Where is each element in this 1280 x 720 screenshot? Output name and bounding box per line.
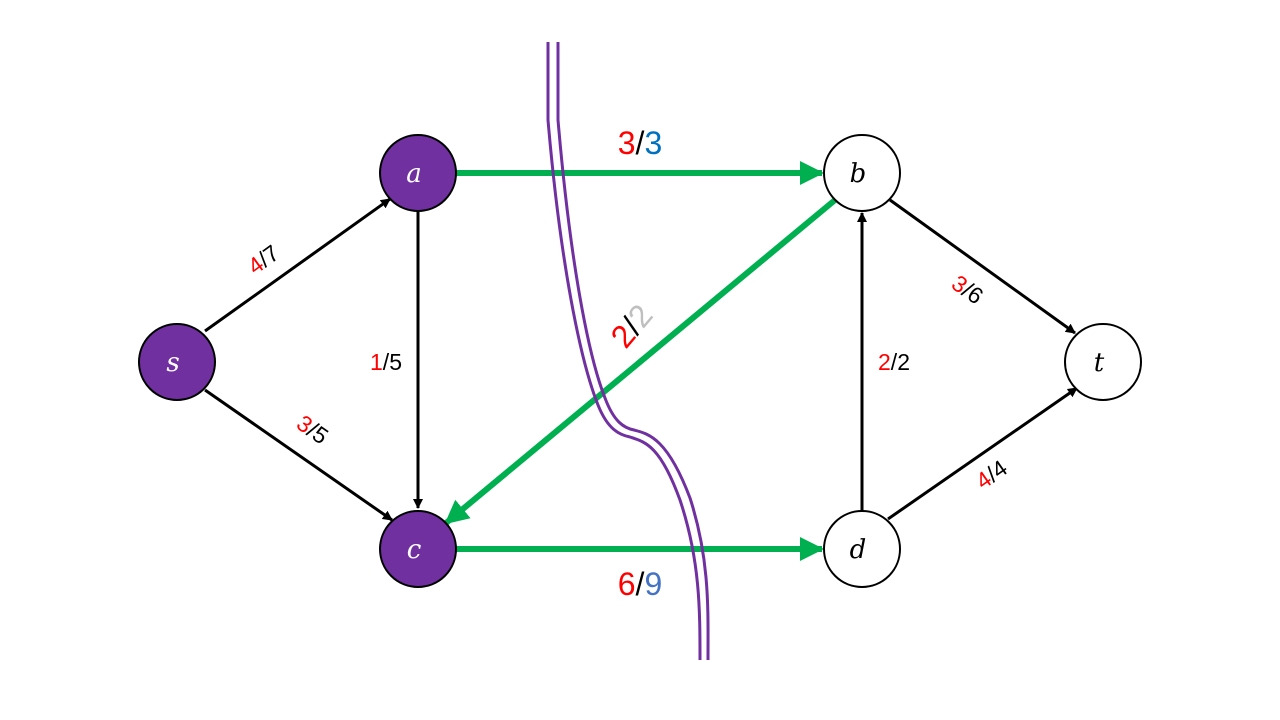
label-d-b-flow: 2 [878, 349, 891, 375]
edge-s-a [204, 197, 391, 333]
node-t-label: t [1094, 348, 1105, 378]
label-a-b: 3/3 [618, 125, 662, 161]
label-c-d-cap: 9 [644, 566, 662, 602]
label-a-c: 1/5 [370, 349, 402, 375]
node-s-label: s [166, 348, 179, 378]
edge-d-t [887, 386, 1078, 521]
label-a-b-sep: / [636, 125, 645, 161]
label-a-b-flow: 3 [618, 125, 636, 161]
node-a-label: a [406, 159, 422, 189]
cut-line-outer [546, 42, 702, 661]
edge-b-c [444, 197, 837, 526]
label-d-b-cap: 2 [897, 349, 910, 375]
node-s: s [138, 323, 216, 401]
edge-b-t [889, 198, 1076, 335]
label-c-d-sep: / [636, 566, 645, 602]
label-d-b: 2/2 [878, 349, 910, 375]
edge-s-c [204, 388, 393, 522]
label-a-c-cap: 5 [389, 349, 402, 375]
node-c: c [379, 510, 457, 588]
label-d-b-sep: / [891, 349, 898, 375]
label-c-d: 6/9 [618, 566, 662, 602]
label-s-a: 4/7 [243, 240, 284, 280]
label-s-c: 3/5 [292, 410, 333, 450]
node-b: b [823, 134, 901, 212]
node-b-label: b [850, 159, 867, 189]
label-b-t: 3/6 [947, 270, 988, 310]
label-a-c-flow: 1 [370, 349, 383, 375]
label-a-c-sep: / [383, 349, 390, 375]
node-a: a [379, 134, 457, 212]
label-c-d-flow: 6 [618, 566, 636, 602]
node-t: t [1064, 323, 1142, 401]
node-c-label: c [407, 535, 422, 565]
node-d-label: d [850, 535, 867, 565]
label-a-b-cap: 3 [644, 125, 662, 161]
cut-line-inner [556, 42, 710, 661]
node-d: d [823, 510, 901, 588]
label-d-t: 4/4 [971, 455, 1012, 495]
label-b-c: 2/2 [603, 297, 659, 354]
